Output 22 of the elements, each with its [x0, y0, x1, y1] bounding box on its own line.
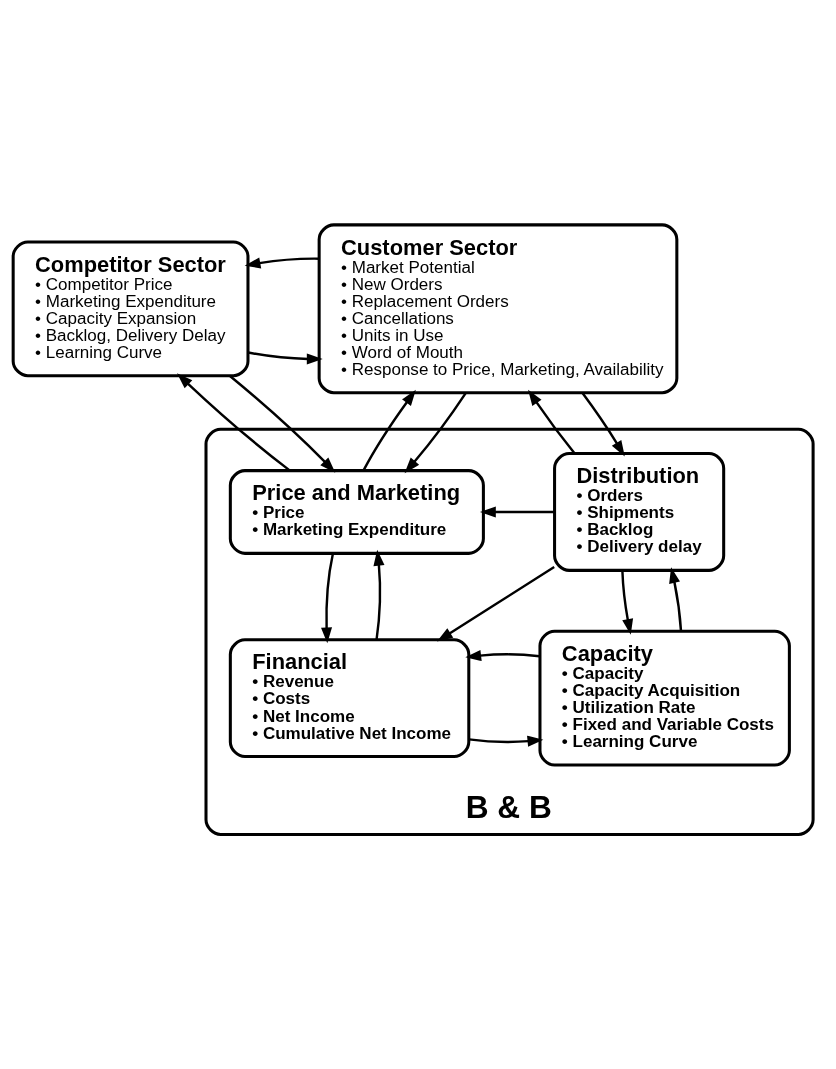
arrow [228, 374, 336, 473]
arrow [373, 549, 385, 640]
arrow [468, 735, 544, 747]
node-box: Competitor Sector • Competitor Price • Marketing Expenditure • Capacity Expansion • Backlog, Delivery Delay • Learning Curve [11, 240, 250, 378]
arrow [248, 351, 323, 365]
node-box: Capacity • Capacity • Capacity Acquisition • Utilization Rate • Fixed and Variable Costs • Learning Curve [538, 629, 791, 767]
arrow [581, 392, 625, 457]
node-box: Price and Marketing • Price • Marketing Expenditure [228, 469, 485, 555]
arrow [621, 570, 634, 635]
arrow [669, 567, 683, 632]
arrow [465, 650, 540, 662]
arrow [362, 389, 416, 471]
arrow [528, 389, 576, 454]
arrow [321, 553, 335, 644]
arrow [436, 566, 555, 642]
node-box: Financial • Revenue • Costs • Net Income • Cumulative Net Income [228, 638, 471, 759]
arrow [177, 373, 291, 472]
arrow [479, 506, 555, 518]
arrow [244, 257, 319, 269]
node-box: Customer Sector • Market Potential • New Orders • Replacement Orders • Cancellations • Units in Use • Word of Mouth • Response to Price, Marketing, Availability [317, 223, 679, 395]
node-box: Distribution • Orders • Shipments • Backlog • Delivery delay [553, 452, 726, 572]
arrow [404, 392, 467, 474]
